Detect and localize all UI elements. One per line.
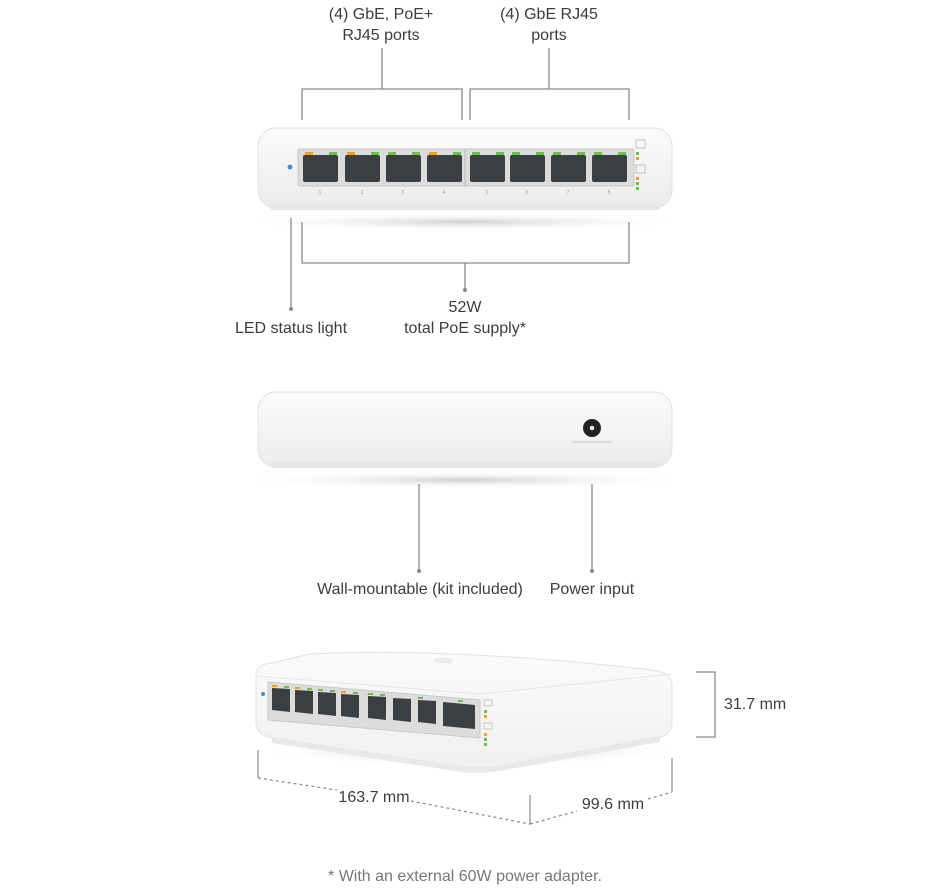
port-number-2: 2 <box>360 190 363 196</box>
switch-isometric-view <box>250 651 690 773</box>
poe-ports-label-line2: RJ45 ports <box>342 27 420 44</box>
back-annotation-lines <box>418 484 593 571</box>
depth-dimension-label: 99.6 mm <box>581 796 645 813</box>
switch-front-view: 1 2 3 4 5 6 7 8 <box>235 127 695 231</box>
port-number-5: 5 <box>485 190 488 196</box>
wall-mountable-label: Wall-mountable (kit included) <box>317 581 523 598</box>
port-number-8: 8 <box>607 190 610 196</box>
poe-supply-text: total PoE supply* <box>404 320 526 337</box>
footprint-dimension-lines <box>257 750 673 825</box>
poe-supply-label: 52W total PoE supply* <box>385 297 545 339</box>
led-legend-icons <box>635 139 646 190</box>
front-annotation-lines <box>290 218 630 309</box>
poe-ports-label-line1: (4) GbE, PoE+ <box>328 6 434 23</box>
port-activity-leds <box>305 152 626 155</box>
led-status-indicator <box>287 164 293 170</box>
led-status-light-label: LED status light <box>234 320 348 337</box>
footnote: * With an external 60W power adapter. <box>328 868 602 885</box>
rj45-ports-label-line1: (4) GbE RJ45 <box>500 6 598 23</box>
rj45-ports-label-line2: ports <box>531 27 567 44</box>
port-number-4: 4 <box>442 190 445 196</box>
port-number-7: 7 <box>566 190 569 196</box>
port-number-3: 3 <box>401 190 404 196</box>
led-status-indicator-iso <box>261 692 265 696</box>
rj45-port-row <box>303 155 627 182</box>
port-number-1: 1 <box>318 190 321 196</box>
port-number-6: 6 <box>525 190 528 196</box>
rj45-ports-label: (4) GbE RJ45 ports <box>468 4 630 46</box>
port-number-labels: 1 2 3 4 5 6 7 8 <box>318 190 610 196</box>
width-dimension-label: 163.7 mm <box>338 789 410 806</box>
switch-back-view <box>235 391 695 489</box>
poe-supply-wattage: 52W <box>448 299 482 316</box>
port-group-brackets <box>301 48 630 120</box>
power-input-label: Power input <box>549 581 635 598</box>
height-dimension-label: 31.7 mm <box>724 696 787 713</box>
height-dimension-bracket <box>696 671 716 738</box>
poe-ports-label: (4) GbE, PoE+ RJ45 ports <box>300 4 462 46</box>
